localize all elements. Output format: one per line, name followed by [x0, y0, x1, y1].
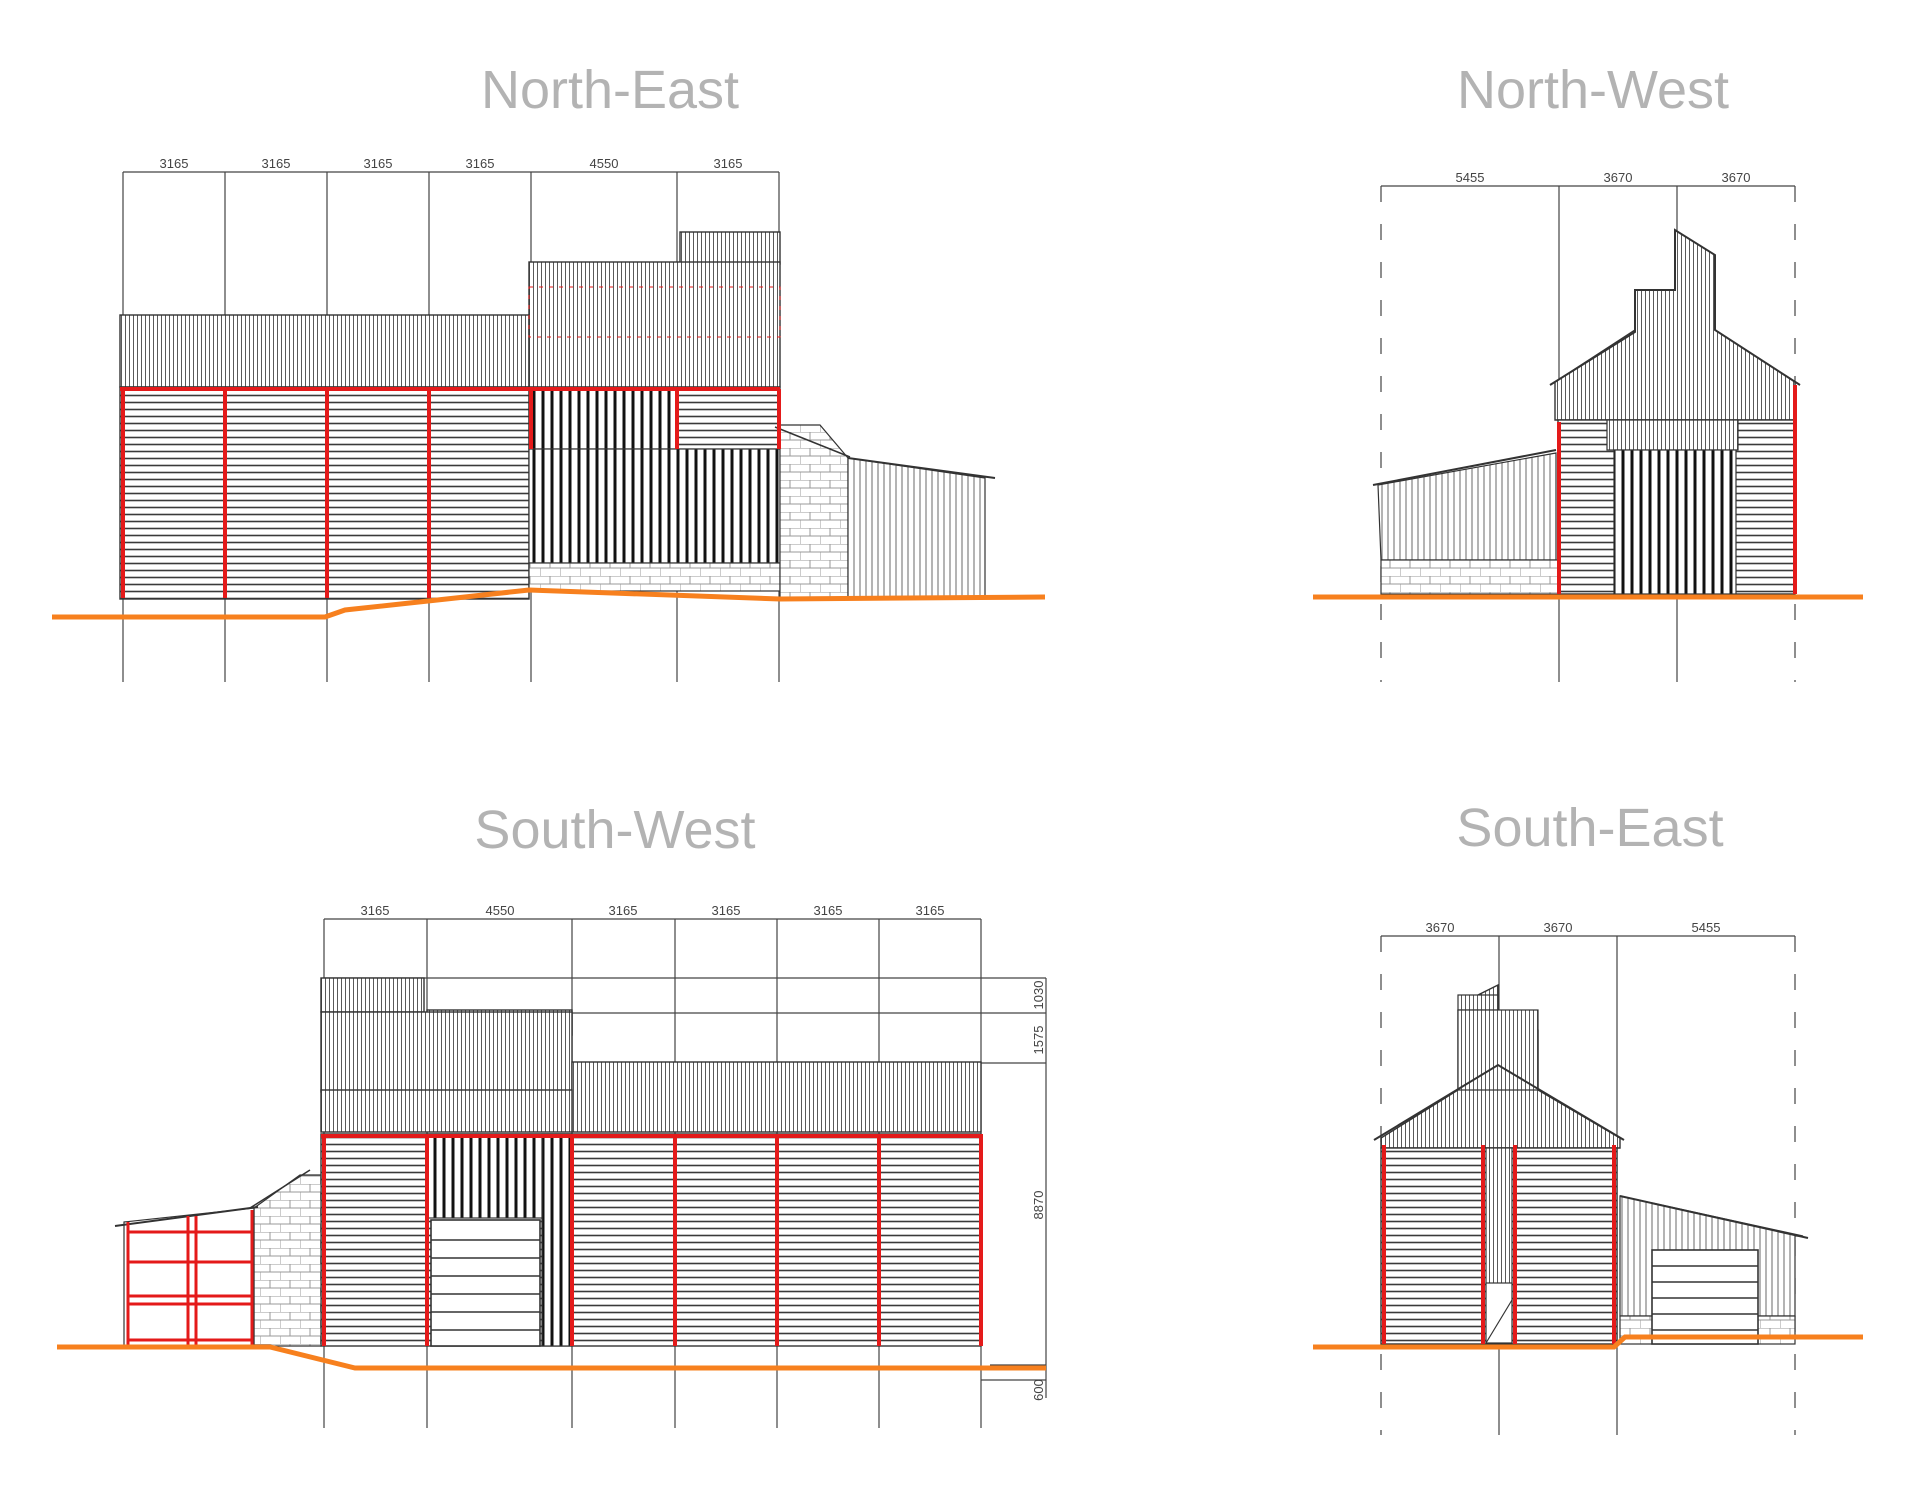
dimension-label: 3165	[814, 903, 843, 918]
dimension-label: 3165	[712, 903, 741, 918]
dimension-label: 5455	[1456, 170, 1485, 185]
dimension-label: 3165	[160, 156, 189, 171]
dimension-label: 3165	[466, 156, 495, 171]
height-dimension-label: 600	[1031, 1379, 1046, 1401]
south-east-dimensions: 3670 3670 5455	[1426, 920, 1721, 935]
south-west-barn	[114, 977, 982, 1347]
south-east-title: South-East	[1456, 798, 1723, 858]
south-east-ground-line	[1313, 1334, 1863, 1350]
height-dimension-label: 1030	[1031, 981, 1046, 1010]
north-west-title: North-West	[1457, 60, 1729, 120]
north-east-steel-frame	[120, 387, 781, 598]
dimension-label: 3165	[916, 903, 945, 918]
south-west-lean-to-frame	[126, 1210, 254, 1346]
dimension-label: 3165	[361, 903, 390, 918]
south-west-steel-frame	[321, 1134, 983, 1346]
north-east-main-barn	[119, 314, 530, 600]
dimension-label: 3165	[364, 156, 393, 171]
north-west-steel-frame	[1557, 385, 1797, 594]
south-west-dimensions: 3165 4550 3165 3165 3165 3165 1030 1575 …	[361, 903, 1046, 1401]
north-east-lean-to	[774, 424, 996, 599]
south-east-barn	[1373, 983, 1809, 1345]
dimension-label: 3165	[609, 903, 638, 918]
north-west-dimensions: 5455 3670 3670	[1456, 170, 1751, 185]
south-east-elevation: South-East 3670 3670 5455	[1313, 798, 1863, 1435]
height-dimension-label: 1575	[1031, 1026, 1046, 1055]
south-west-ground-line	[57, 1344, 1046, 1371]
height-dimension-label: 8870	[1031, 1191, 1046, 1220]
north-west-barn	[1372, 228, 1801, 595]
north-east-elevation: North-East 3165 3165 3165 3165 4550 3165	[52, 60, 1046, 682]
dimension-label: 3165	[262, 156, 291, 171]
dimension-label: 3670	[1604, 170, 1633, 185]
north-east-ground-line	[52, 587, 1046, 620]
north-east-dimensions: 3165 3165 3165 3165 4550 3165	[160, 156, 743, 171]
dimension-label: 3670	[1722, 170, 1751, 185]
south-west-elevation: South-West 3165 4550 3165 3165 3165 3165…	[57, 800, 1047, 1428]
dimension-label: 4550	[590, 156, 619, 171]
dimension-label: 3670	[1426, 920, 1455, 935]
dimension-label: 5455	[1692, 920, 1721, 935]
dimension-label: 3165	[714, 156, 743, 171]
dimension-label: 3670	[1544, 920, 1573, 935]
dimension-label: 4550	[486, 903, 515, 918]
north-east-title: North-East	[481, 60, 739, 120]
north-west-elevation: North-West 5455 3670 3670	[1313, 60, 1863, 682]
north-east-tall-block	[528, 231, 781, 592]
south-west-title: South-West	[474, 800, 755, 860]
south-east-steel-frame	[1382, 1145, 1616, 1344]
